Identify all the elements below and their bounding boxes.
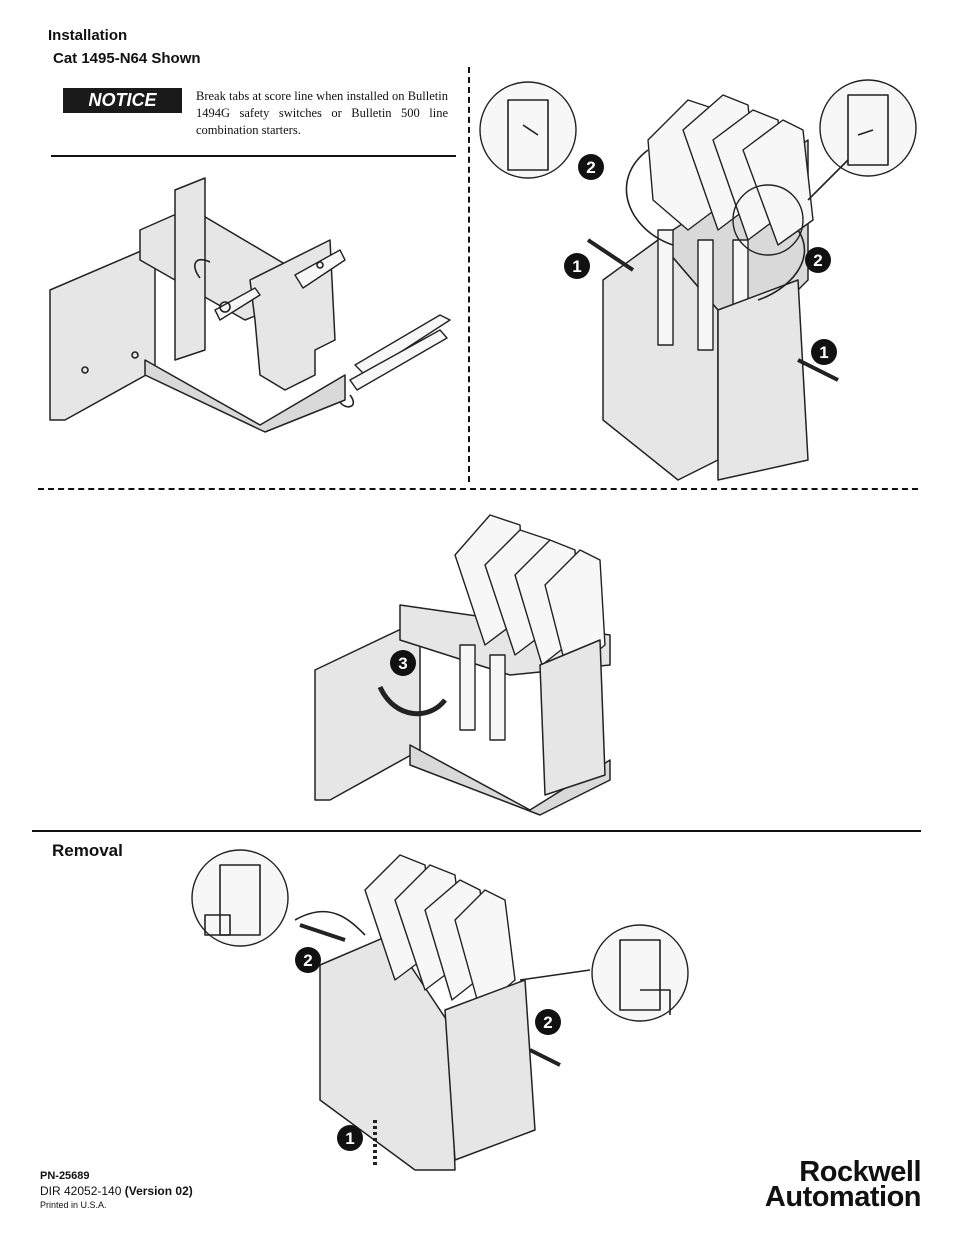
bracket-swing-illustration — [314, 514, 611, 816]
detail-circle-left — [479, 81, 577, 179]
callout-2-left-label: 2 — [586, 158, 595, 177]
callout-2-removal-right-label: 2 — [543, 1013, 552, 1032]
dir-number: DIR 42052-140 (Version 02) — [40, 1184, 193, 1198]
callout-1-right — [811, 339, 837, 365]
callout-3-label: 3 — [398, 654, 407, 673]
callout-1-removal — [337, 1125, 363, 1151]
detail-circle-right — [819, 79, 917, 177]
callout-3: 3 — [390, 650, 416, 676]
callout-1-left-label: 1 — [572, 257, 581, 276]
part-number: PN-25689 — [40, 1170, 90, 1182]
callout-2-removal-left-label: 2 — [303, 951, 312, 970]
removal-detail-right — [591, 924, 689, 1022]
catalog-heading: Cat 1495-N64 Shown — [53, 50, 201, 67]
callout-2-right-label: 2 — [813, 251, 822, 270]
callout-1-removal-label: 1 — [345, 1129, 354, 1148]
version-text: (Version 02) — [124, 1184, 193, 1198]
callout-1-left — [564, 253, 590, 279]
printed-in: Printed in U.S.A. — [40, 1200, 107, 1210]
installation-heading: Installation — [48, 27, 128, 44]
bracket-pliers-illustration — [49, 177, 451, 433]
removal-detail-left — [191, 849, 289, 947]
logo-line-1: Rockwell — [799, 1156, 921, 1188]
logo-line-2: Automation — [764, 1181, 922, 1213]
rockwell-automation-logo: Rockwell Automation — [716, 1156, 922, 1213]
notice-text: Break tabs at score line when installed … — [196, 89, 448, 137]
callout-2-removal-right — [535, 1009, 561, 1035]
vertical-divider — [468, 67, 470, 482]
callout-2-left — [578, 154, 604, 180]
callout-2-removal-left — [295, 947, 321, 973]
install-callouts: 2 1 2 1 — [564, 154, 837, 365]
notice-badge: NOTICE — [63, 88, 182, 113]
notice-rule — [51, 155, 456, 157]
callout-1-right-label: 1 — [819, 343, 828, 362]
install-module-illustration — [479, 79, 917, 481]
removal-rule — [32, 830, 921, 832]
removal-illustration: 2 2 1 — [191, 849, 689, 1171]
removal-heading: Removal — [52, 841, 123, 860]
callout-2-right — [805, 247, 831, 273]
horizontal-divider — [38, 488, 918, 490]
dir-number-text: DIR 42052-140 — [40, 1184, 122, 1198]
